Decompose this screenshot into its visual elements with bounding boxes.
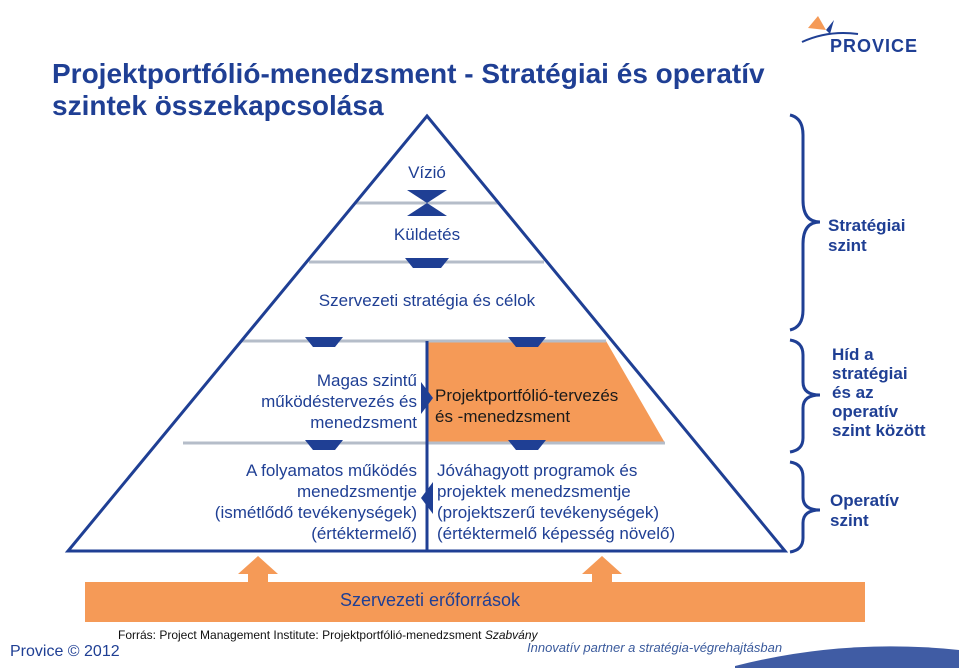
side-label-line: szint — [828, 236, 867, 255]
connector-down-icon — [407, 190, 447, 203]
resources-bar — [85, 582, 865, 622]
connector-trapezoid-icon — [508, 337, 546, 347]
copyright: Provice © 2012 — [10, 643, 120, 660]
side-label-operative: Operatív szint — [830, 491, 899, 531]
left-lower-line: (ismétlődő tevékenységek) — [214, 503, 417, 522]
brace-strategic — [789, 113, 821, 332]
right-lower-line: Jóváhagyott programok és — [437, 461, 638, 480]
side-label-line: Stratégiai — [828, 216, 906, 235]
logo-text: PROVICE — [830, 36, 918, 56]
left-lower-text: A folyamatos működés menedzsmentje (ismé… — [150, 460, 417, 544]
left-lower-line: menedzsmentje — [296, 482, 417, 501]
side-label-line: szint — [830, 511, 869, 530]
side-label-bridge: Híd a stratégiai és az operatív szint kö… — [832, 345, 926, 440]
level-kuldetes: Küldetés — [393, 225, 461, 244]
source-note: Forrás: Project Management Institute: Pr… — [118, 628, 538, 642]
up-arrow-icon — [238, 556, 278, 584]
right-lower-text: Jóváhagyott programok és projektek mened… — [437, 460, 737, 544]
side-label-line: Operatív — [830, 491, 899, 510]
source-italic: Szabvány — [484, 628, 538, 642]
side-label-line: stratégiai — [832, 364, 908, 383]
left-upper-line: működéstervezés és — [261, 392, 417, 411]
title-line-2: szintek összekapcsolása — [52, 90, 384, 121]
left-upper-line: menedzsment — [310, 413, 417, 432]
portfolio-highlight — [428, 341, 665, 443]
side-label-line: operatív — [832, 402, 899, 421]
right-lower-line: projektek menedzsmentje — [437, 482, 631, 501]
right-upper-line: és -menedzsment — [435, 407, 571, 426]
side-label-line: szint között — [832, 421, 926, 440]
left-lower-line: (értéktermelő) — [311, 524, 417, 543]
source-text: Forrás: Project Management Institute: Pr… — [118, 628, 485, 642]
level-strategia: Szervezeti stratégia és célok — [318, 291, 536, 310]
provice-logo: PROVICE — [801, 16, 918, 56]
brace-bridge — [789, 338, 821, 454]
right-upper-line: Projektportfólió-tervezés — [435, 386, 619, 405]
side-label-line: Híd a — [832, 345, 874, 364]
provice-star-logo-icon — [801, 16, 859, 43]
connector-up-icon — [407, 203, 447, 216]
up-arrow-icon — [582, 556, 622, 584]
side-label-line: és az — [832, 383, 874, 402]
tagline: Innovatív partner a stratégia-végrehajtá… — [527, 640, 783, 655]
brace-operative — [789, 460, 821, 554]
connector-trapezoid-icon — [508, 440, 546, 450]
left-lower-line: A folyamatos működés — [245, 461, 417, 480]
right-lower-line: (értéktermelő képesség növelő) — [437, 524, 676, 543]
footer-swoosh — [735, 646, 959, 668]
arrow-right-icon — [421, 382, 433, 414]
right-upper-text: Projektportfólió-tervezés és -menedzsmen… — [435, 385, 665, 427]
title-line-1: Projektportfólió-menedzsment - Stratégia… — [52, 58, 765, 89]
resources-label: Szervezeti erőforrások — [339, 590, 521, 610]
left-upper-line: Magas szintű — [316, 371, 417, 390]
connector-trapezoid-icon — [305, 440, 343, 450]
left-upper-text: Magas szintű működéstervezés és menedzsm… — [200, 370, 417, 433]
side-label-strategic: Stratégiai szint — [828, 216, 905, 256]
connector-trapezoid-icon — [405, 258, 449, 268]
level-vizio: Vízió — [408, 163, 446, 182]
right-lower-line: (projektszerű tevékenységek) — [437, 503, 660, 522]
arrow-left-icon — [421, 482, 433, 514]
page-title: Projektportfólió-menedzsment - Stratégia… — [52, 58, 812, 122]
connector-trapezoid-icon — [305, 337, 343, 347]
